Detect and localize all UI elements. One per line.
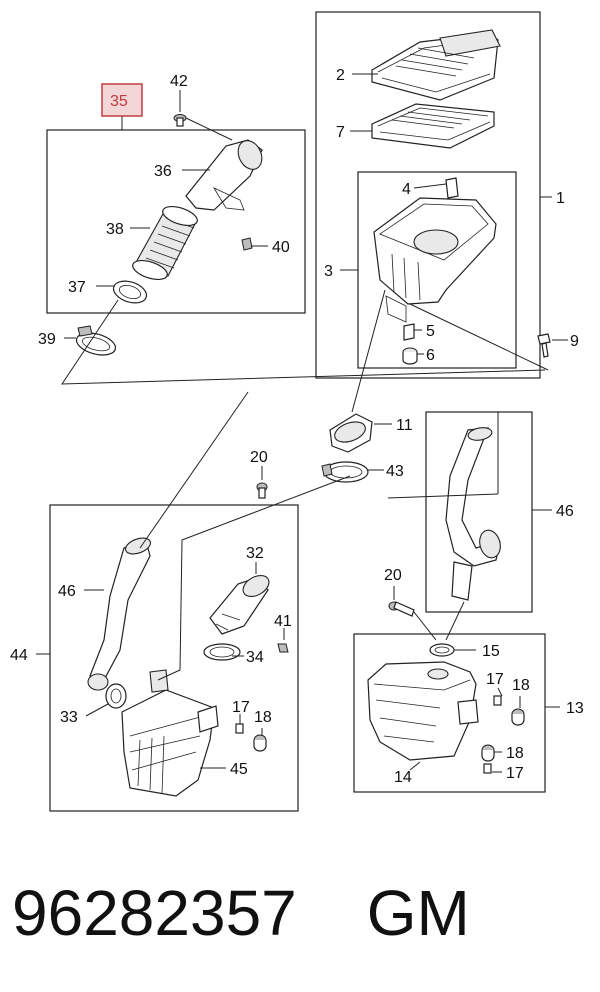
- grommet-5: [403, 323, 415, 341]
- callout-43: 43: [386, 463, 404, 480]
- adapter-11: [329, 413, 373, 453]
- air-cleaner-housing: [373, 197, 497, 323]
- callout-32: 32: [246, 545, 264, 562]
- callout-14: 14: [394, 769, 412, 786]
- connection-lines: [61, 289, 549, 681]
- callout-18-upper: 18: [512, 677, 530, 694]
- callout-7: 7: [336, 124, 345, 141]
- callout-34: 34: [246, 649, 264, 666]
- callout-labels: 1 2 3 4 5 6 7 9 35 42 36 38 37 40 39 11 …: [10, 67, 584, 786]
- stud-17-upper: [493, 695, 502, 706]
- callout-4: 4: [402, 181, 411, 198]
- callout-39: 39: [38, 331, 56, 348]
- highlight-box-35: [101, 83, 143, 117]
- callout-44: 44: [10, 647, 28, 664]
- callout-35: 35: [110, 93, 128, 110]
- leader-lines: [36, 73, 568, 773]
- part-number-footer: 96282357 GM: [12, 868, 592, 958]
- group-box-1: [315, 11, 541, 379]
- filter-element: [371, 103, 495, 149]
- screw-41: [277, 643, 289, 653]
- group-box-35: [46, 129, 306, 314]
- screw-42: [173, 114, 187, 127]
- clip-40: [241, 237, 253, 251]
- grommet-15: [429, 643, 455, 657]
- callout-46-right: 46: [556, 503, 574, 520]
- callout-46-left: 46: [58, 583, 76, 600]
- air-cleaner-cover: [371, 29, 501, 101]
- resonator-14: [367, 661, 479, 761]
- duct-36: [185, 139, 263, 211]
- mount-18-upper: [511, 708, 525, 726]
- group-box-44: [49, 504, 299, 812]
- callout-38: 38: [106, 221, 124, 238]
- callout-18-left: 18: [254, 709, 272, 726]
- corrugated-hose-38: [132, 205, 198, 281]
- callout-18-lower: 18: [506, 745, 524, 762]
- hose-46-left: [87, 537, 151, 691]
- callout-9: 9: [570, 333, 579, 350]
- callout-13: 13: [566, 700, 584, 717]
- callout-41: 41: [274, 613, 292, 630]
- callout-40: 40: [272, 239, 290, 256]
- callout-1: 1: [556, 190, 565, 207]
- group-box-46: [425, 411, 533, 613]
- callout-5: 5: [426, 323, 435, 340]
- callout-36: 36: [154, 163, 172, 180]
- hose-46-right: [445, 427, 501, 601]
- duct-32: [209, 574, 270, 635]
- mount-6: [402, 347, 418, 365]
- bolt-9: [537, 333, 551, 358]
- callout-3: 3: [324, 263, 333, 280]
- callout-45: 45: [230, 761, 248, 778]
- callout-20-right: 20: [384, 567, 402, 584]
- mount-18-lower: [481, 744, 495, 762]
- screw-20-right: [388, 601, 415, 617]
- seal-ring-37: [112, 280, 148, 304]
- callout-2: 2: [336, 67, 345, 84]
- mount-18-left: [253, 734, 267, 752]
- seal-33: [105, 683, 127, 709]
- seal-34: [203, 643, 241, 661]
- inlet-box-45: [121, 669, 219, 797]
- callout-17-upper: 17: [486, 671, 504, 688]
- callout-33: 33: [60, 709, 78, 726]
- clip-4: [445, 177, 459, 199]
- callout-20-left: 20: [250, 449, 268, 466]
- part-number: 96282357: [12, 877, 297, 949]
- brand-name: GM: [366, 877, 470, 949]
- callout-42: 42: [170, 73, 188, 90]
- callout-17-lower: 17: [506, 765, 524, 782]
- callout-17-left: 17: [232, 699, 250, 716]
- stud-17-left: [235, 723, 244, 734]
- clamp-43: [321, 461, 369, 483]
- screw-20-left: [256, 482, 268, 499]
- callout-37: 37: [68, 279, 86, 296]
- stud-17-lower: [483, 763, 492, 774]
- group-box-13: [353, 633, 546, 793]
- callout-6: 6: [426, 347, 435, 364]
- callout-11: 11: [396, 417, 413, 434]
- clamp-39: [75, 325, 117, 356]
- callout-15: 15: [482, 643, 500, 660]
